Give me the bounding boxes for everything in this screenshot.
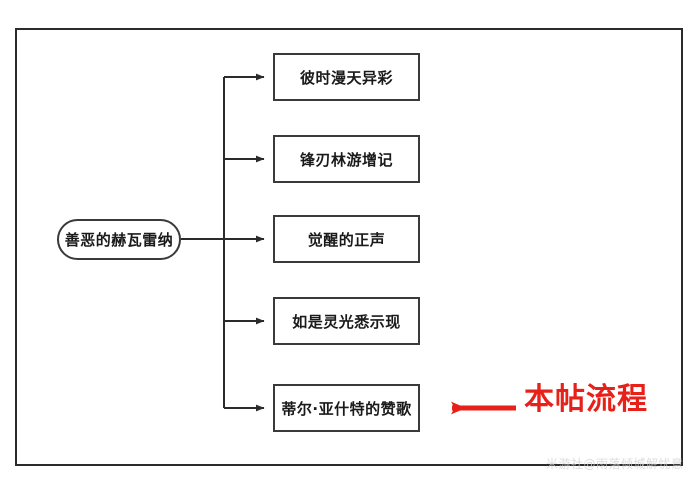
annotation-text: 本帖流程 bbox=[524, 382, 648, 417]
branch-node-3-label: 觉醒的正声 bbox=[307, 230, 386, 249]
root-node-label: 善恶的赫瓦雷纳 bbox=[64, 231, 174, 249]
root-node[interactable]: 善恶的赫瓦雷纳 bbox=[57, 219, 181, 260]
branch-node-5[interactable]: 蒂尔·亚什特的赞歌 bbox=[273, 384, 420, 432]
branch-node-1[interactable]: 彼时漫天异彩 bbox=[273, 53, 420, 101]
branch-node-3[interactable]: 觉醒的正声 bbox=[273, 215, 420, 263]
watermark-text: 米游社@雨落倾城解忧意 bbox=[546, 457, 684, 471]
branch-node-2-label: 锋刃林游增记 bbox=[299, 150, 393, 169]
branch-node-4-label: 如是灵光悉示现 bbox=[292, 312, 401, 331]
branch-node-1-label: 彼时漫天异彩 bbox=[299, 68, 393, 87]
branch-node-2[interactable]: 锋刃林游增记 bbox=[273, 135, 420, 183]
branch-node-5-label: 蒂尔·亚什特的赞歌 bbox=[281, 399, 412, 418]
branch-node-4[interactable]: 如是灵光悉示现 bbox=[273, 297, 420, 345]
